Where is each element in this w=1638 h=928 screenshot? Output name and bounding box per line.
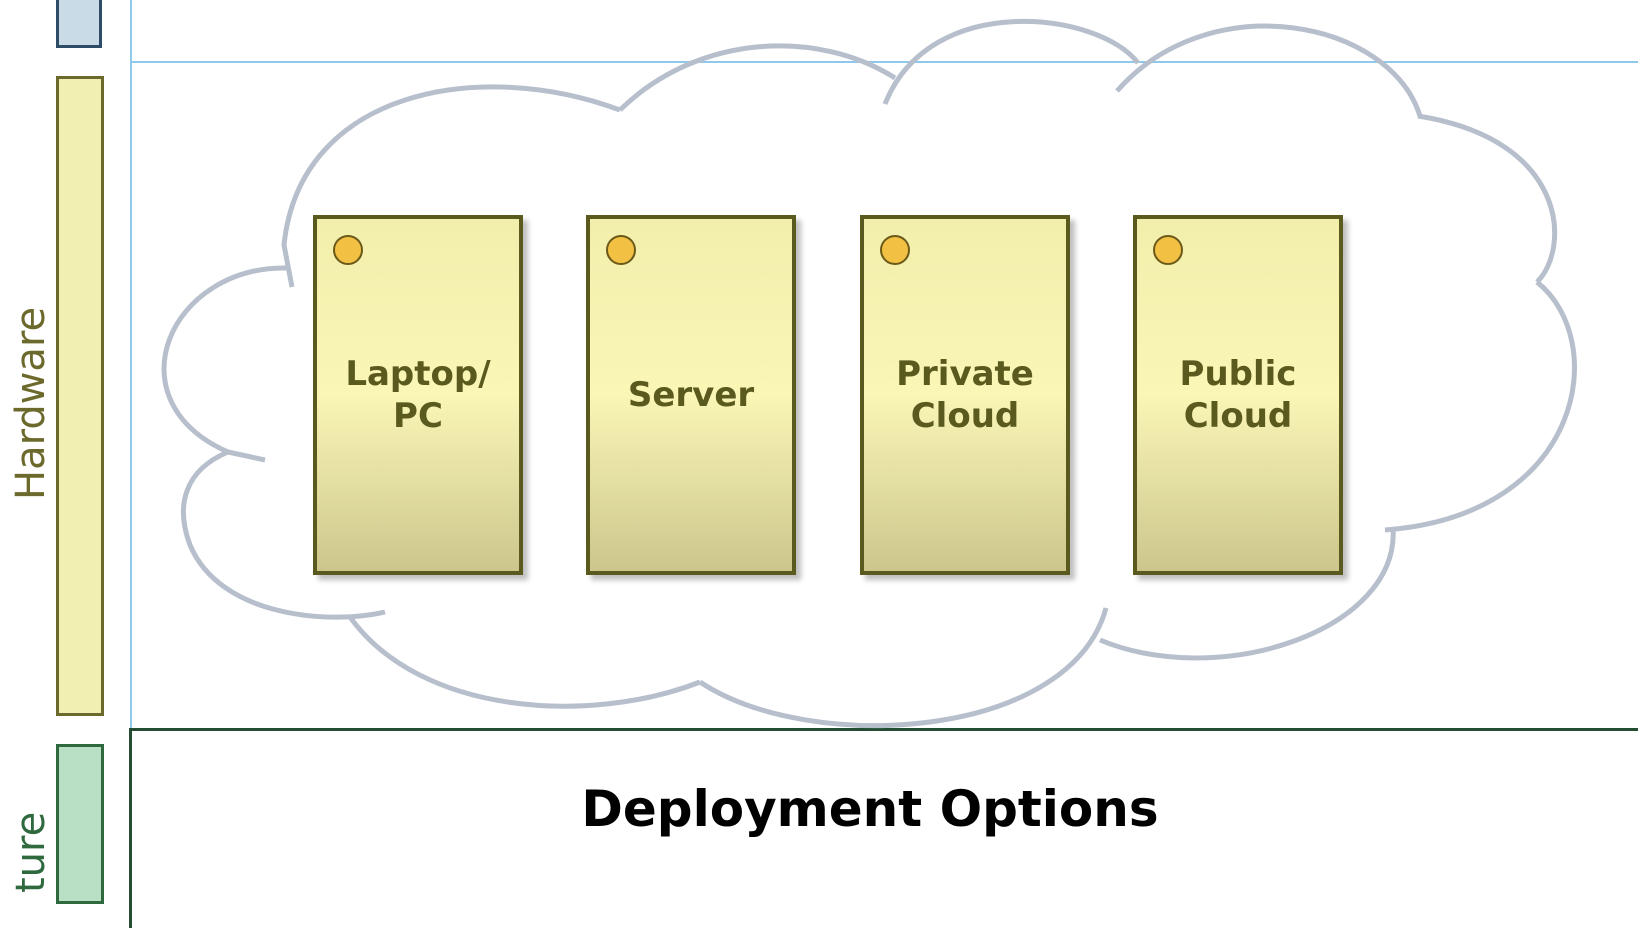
node-label-private-cloud: Private Cloud	[896, 354, 1034, 436]
node-label-laptop-pc: Laptop/ PC	[345, 354, 491, 436]
layer-bar-top	[56, 0, 102, 48]
lane-divider-horizontal	[130, 61, 1638, 63]
node-label-server: Server	[627, 375, 755, 415]
layer-bar-infrastructure	[56, 744, 104, 904]
node-status-dot	[880, 235, 910, 265]
layer-label-hardware: Hardware	[8, 306, 54, 500]
layer-bar-hardware	[56, 76, 104, 716]
node-status-dot	[1153, 235, 1183, 265]
node-public-cloud: Public Cloud	[1133, 215, 1343, 575]
lane-divider-vertical	[130, 0, 132, 730]
layer-label-infrastructure: ture	[8, 811, 54, 893]
node-server: Server	[586, 215, 796, 575]
node-status-dot	[606, 235, 636, 265]
node-status-dot	[333, 235, 363, 265]
node-label-public-cloud: Public Cloud	[1179, 354, 1297, 436]
infrastructure-lane-frame	[129, 728, 1638, 928]
page-title: Deployment Options	[581, 780, 1159, 838]
node-private-cloud: Private Cloud	[860, 215, 1070, 575]
node-laptop-pc: Laptop/ PC	[313, 215, 523, 575]
